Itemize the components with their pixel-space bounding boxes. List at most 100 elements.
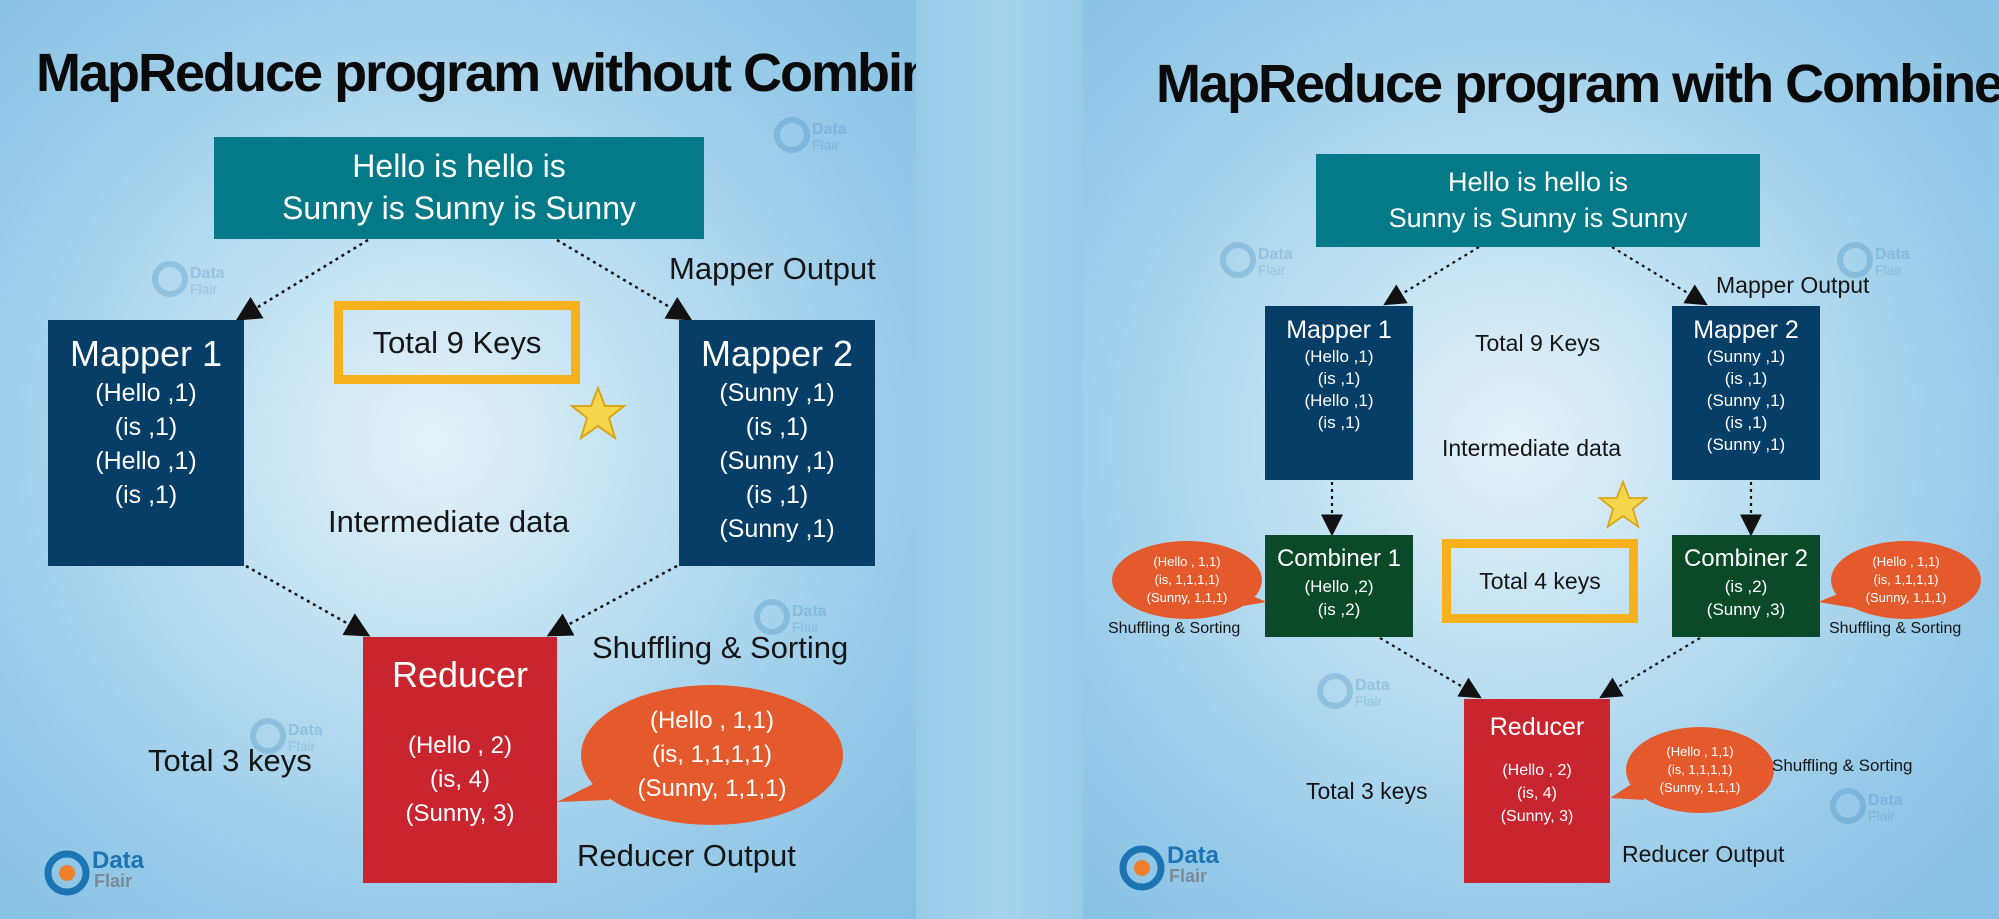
intermediate-data-label: Intermediate data <box>328 504 570 539</box>
input-line-1: Hello is hello is <box>352 148 566 184</box>
shuffling-sorting-label: Shuffling & Sorting <box>1108 620 1241 637</box>
bubble-line: (Sunny, 1,1,1) <box>1146 590 1228 605</box>
mapper-1-box: Mapper 1 (Hello ,1) (is ,1) (Hello ,1) (… <box>1265 306 1413 480</box>
svg-text:Data: Data <box>1875 246 1910 263</box>
reducer-result: (is, 4) <box>1517 785 1557 802</box>
svg-text:Data: Data <box>792 603 827 620</box>
bubble-line: (Hello , 1,1) <box>1153 554 1221 569</box>
svg-text:Flair: Flair <box>1875 262 1903 278</box>
bubble-line: (is, 1,1,1,1) <box>651 741 773 768</box>
reducer-result: (Sunny, 3) <box>405 800 515 827</box>
mapper-2-pair: (Sunny ,1) <box>719 379 835 407</box>
total-4-keys-label: Total 4 keys <box>1479 567 1601 594</box>
svg-text:Data: Data <box>190 265 225 282</box>
arrow-input-to-mapper2 <box>556 238 693 321</box>
bubble-line: (is, 1,1,1,1) <box>1154 572 1220 587</box>
combiner-2-box: Combiner 2 (is ,2) (Sunny ,3) <box>1672 535 1820 637</box>
mapper-2-title: Mapper 2 <box>1693 316 1799 344</box>
svg-text:Data: Data <box>1258 246 1293 263</box>
bubble-line: (Sunny, 1,1,1) <box>1659 780 1741 795</box>
svg-text:Data: Data <box>288 722 323 739</box>
logo-text-bottom: Flair <box>1169 866 1208 886</box>
mapper-2-pair: (Sunny ,1) <box>719 515 835 543</box>
input-line-2: Sunny is Sunny is Sunny <box>1388 203 1688 233</box>
svg-text:Data: Data <box>1868 792 1903 809</box>
reducer-output-label: Reducer Output <box>1622 841 1785 867</box>
reducer-result: (Hello , 2) <box>1502 762 1572 779</box>
combiner-2-title: Combiner 2 <box>1683 545 1809 572</box>
svg-text:Flair: Flair <box>1868 808 1896 824</box>
logo-text-top: Data <box>92 847 145 874</box>
reducer-box: Reducer (Hello , 2) (is, 4) (Sunny, 3) <box>363 637 557 883</box>
shuffle-bubble-reducer: (Hello , 1,1) (is, 1,1,1,1) (Sunny, 1,1,… <box>1626 727 1774 813</box>
combiner-1-pair: (is ,2) <box>1317 600 1361 619</box>
svg-text:Flair: Flair <box>812 137 840 153</box>
mapper-1-pair: (is ,1) <box>114 413 178 441</box>
arrow-input-to-mapper2 <box>1611 246 1708 306</box>
svg-text:Flair: Flair <box>288 738 316 754</box>
dataflair-logo: Data Flair <box>1117 838 1233 899</box>
page-title: MapReduce program with Combiner <box>1156 54 1999 114</box>
shuffling-sorting-label: Shuffling & Sorting <box>1829 620 1962 637</box>
mapper-2-pair: (Sunny ,1) <box>1706 435 1786 454</box>
mapper-2-pair: (Sunny ,1) <box>1706 391 1786 410</box>
mapper-2-box: Mapper 2 (Sunny ,1) (is ,1) (Sunny ,1) (… <box>679 320 875 566</box>
input-line-2: Sunny is Sunny is Sunny <box>282 190 636 226</box>
flow-arrows <box>235 238 693 637</box>
mapper-2-title: Mapper 2 <box>700 333 854 374</box>
total-4-keys-frame: Total 4 keys <box>1442 539 1638 623</box>
page-title: MapReduce program without Combiner <box>36 43 916 103</box>
bubble-line: (is, 1,1,1,1) <box>1667 762 1733 777</box>
mapper-output-label: Mapper Output <box>1716 272 1870 298</box>
shuffle-bubble-right: (Hello , 1,1) (is, 1,1,1,1) (Sunny, 1,1,… <box>1831 541 1981 619</box>
mapper-1-title: Mapper 1 <box>69 333 223 374</box>
panel-divider <box>916 0 1083 919</box>
shuffling-sorting-label: Shuffling & Sorting <box>1772 756 1913 775</box>
mapper-2-pair: (is ,1) <box>745 481 809 509</box>
mapper-1-pair: (Hello ,1) <box>1304 391 1374 410</box>
svg-text:Data: Data <box>812 121 847 138</box>
logo-text-top: Data <box>1167 842 1220 869</box>
mapper-2-pair: (Sunny ,1) <box>1706 347 1786 366</box>
mapper-1-pair: (Hello ,1) <box>95 447 197 475</box>
reducer-title: Reducer <box>391 654 529 695</box>
reducer-output-label: Reducer Output <box>577 838 796 873</box>
reducer-box: Reducer (Hello , 2) (is, 4) (Sunny, 3) <box>1464 699 1610 883</box>
total-keys-label: Total 9 Keys <box>1475 330 1601 356</box>
bubble-line: (Hello , 1,1) <box>649 707 775 734</box>
logo-text-bottom: Flair <box>94 871 133 891</box>
shuffle-bubble-left: (Hello , 1,1) (is, 1,1,1,1) (Sunny, 1,1,… <box>1112 541 1262 619</box>
mapper-2-pair: (is ,1) <box>1724 369 1768 388</box>
mapper-1-title: Mapper 1 <box>1286 316 1392 344</box>
intermediate-data-label: Intermediate data <box>1442 435 1622 461</box>
mapper-1-box: Mapper 1 (Hello ,1) (is ,1) (Hello ,1) (… <box>48 320 244 566</box>
total-3-keys-label: Total 3 keys <box>1306 778 1428 804</box>
mapper-output-label: Mapper Output <box>669 251 876 286</box>
arrow-combiner2-to-reducer <box>1599 637 1701 699</box>
arrow-mapper1-to-reducer <box>245 564 371 637</box>
total-keys-frame: Total 9 Keys <box>334 301 580 384</box>
mapper-2-pair: (is ,1) <box>745 413 809 441</box>
input-line-1: Hello is hello is <box>1447 167 1629 197</box>
svg-text:Flair: Flair <box>190 281 218 297</box>
shuffling-sorting-label: Shuffling & Sorting <box>592 630 849 665</box>
bubble-line: (Sunny, 1,1,1) <box>637 775 787 802</box>
arrow-combiner1-to-reducer <box>1379 637 1482 699</box>
input-box: Hello is hello is Sunny is Sunny is Sunn… <box>1316 154 1760 247</box>
input-box: Hello is hello is Sunny is Sunny is Sunn… <box>214 137 704 239</box>
arrow-mapper2-to-reducer <box>546 564 678 637</box>
star-icon <box>1597 480 1649 530</box>
mapper-1-pair: (Hello ,1) <box>95 379 197 407</box>
reducer-title: Reducer <box>1489 713 1585 741</box>
combiner-1-pair: (Hello ,2) <box>1304 577 1374 596</box>
svg-text:Flair: Flair <box>1258 262 1286 278</box>
reducer-result: (Hello , 2) <box>407 732 513 759</box>
